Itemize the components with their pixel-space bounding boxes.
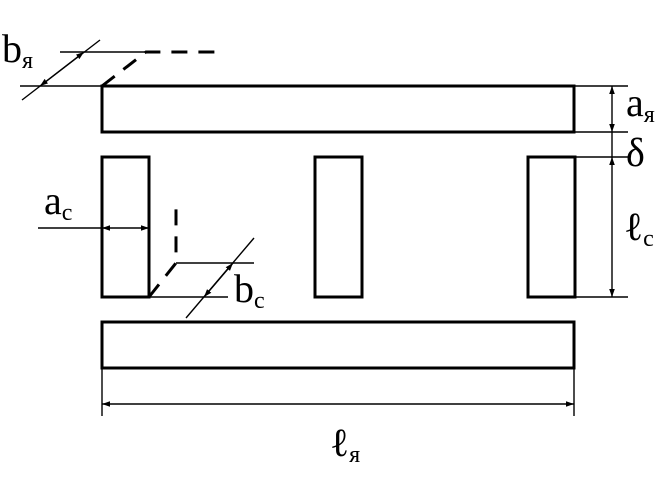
bottom-yoke: [100, 320, 576, 370]
delta-label: δ: [626, 130, 645, 175]
a-c-label: ac: [44, 178, 72, 226]
middle-leg: [313, 155, 364, 299]
l-ya-label: ℓя: [330, 420, 360, 468]
a-ya-label: aя: [626, 80, 655, 128]
right-leg: [526, 155, 577, 299]
l-c-label: ℓc: [624, 204, 654, 252]
b-c-label: bc: [234, 266, 265, 314]
b-ya-dimension-arrow: [39, 51, 85, 87]
top-yoke: [100, 84, 576, 134]
b-c-dimension-arrow: [203, 262, 234, 298]
leg-depth-dashed-line: [147, 200, 178, 298]
b-ya-label: bя: [2, 26, 33, 74]
yoke-depth-dashed-line: [101, 50, 222, 88]
left-leg: [100, 155, 151, 299]
